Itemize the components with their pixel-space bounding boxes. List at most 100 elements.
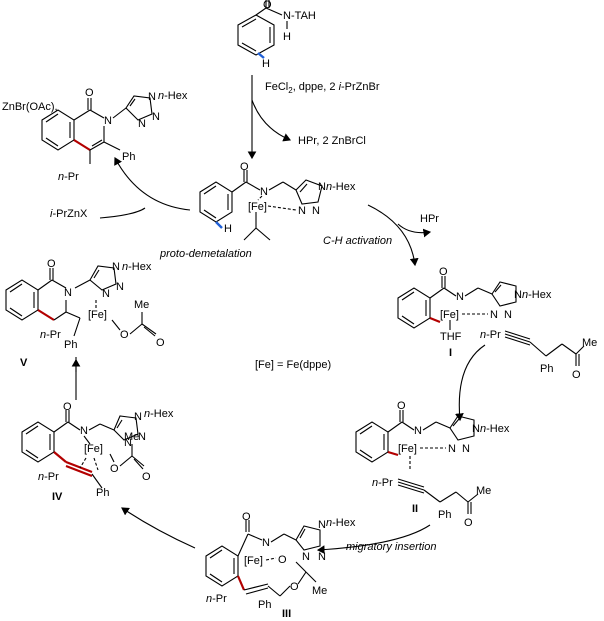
atom-h-nh: H (283, 31, 291, 43)
svg-text:THF: THF (440, 331, 462, 343)
svg-text:n-Pr: n-Pr (480, 329, 501, 341)
svg-text:N: N (138, 431, 146, 443)
svg-text:O: O (290, 581, 299, 593)
svg-text:N: N (414, 425, 422, 437)
svg-text:Ph: Ph (96, 487, 109, 499)
label-v: V (20, 357, 28, 369)
svg-text:O: O (397, 400, 406, 412)
alkyne-substrate: n-Pr Ph O Me (480, 329, 597, 381)
svg-text:N: N (80, 425, 88, 437)
svg-text:N: N (134, 411, 142, 423)
svg-text:N: N (318, 181, 326, 193)
svg-text:N: N (462, 443, 470, 455)
svg-text:[Fe]: [Fe] (248, 201, 267, 213)
iprznx-label: i-PrZnX (50, 208, 88, 220)
atom-o-start: O (263, 0, 272, 11)
intermediate-v: O N n-Pr Ph [Fe] O Me O N n-Hex N N V (5, 258, 165, 369)
svg-text:Me: Me (124, 431, 139, 443)
label-iv: IV (52, 491, 63, 503)
svg-text:[Fe]: [Fe] (84, 443, 103, 455)
svg-text:n-Pr: n-Pr (58, 171, 79, 183)
svg-text:N: N (456, 291, 464, 303)
svg-text:n-Hex: n-Hex (326, 517, 356, 529)
svg-text:n-Pr: n-Pr (206, 593, 227, 605)
svg-text:n-Hex: n-Hex (122, 261, 152, 273)
atom-n-start: N (283, 10, 291, 22)
znbroac-label: ZnBr(OAc), (2, 101, 58, 113)
svg-text:Ph: Ph (64, 339, 77, 351)
label-ii: II (412, 503, 418, 515)
svg-text:O: O (240, 161, 249, 173)
svg-text:N: N (318, 519, 326, 531)
svg-text:n-Pr: n-Pr (38, 471, 59, 483)
svg-text:N: N (514, 289, 522, 301)
product-isoquinolinone: ZnBr(OAc), O N n-Pr Ph N n-Hex N N (2, 87, 188, 183)
svg-text:N: N (302, 551, 310, 563)
svg-text:Ph: Ph (258, 599, 271, 611)
svg-text:[Fe]: [Fe] (88, 309, 107, 321)
reagents-top: FeCl2, dppe, 2 i-PrZnBr (265, 81, 380, 95)
svg-text:n-Hex: n-Hex (326, 181, 356, 193)
svg-text:O: O (572, 369, 581, 381)
svg-text:n-Pr: n-Pr (40, 329, 61, 341)
svg-text:n-Hex: n-Hex (522, 289, 552, 301)
svg-text:N: N (490, 309, 498, 321)
svg-text:Ph: Ph (438, 509, 451, 521)
svg-text:O: O (439, 266, 448, 278)
reagents-text: FeCl2, dppe, 2 i-PrZnBr (265, 81, 380, 95)
intermediate-iii: O N N n-Hex N N [Fe] O n-Pr Ph O Me III (205, 511, 356, 620)
svg-text:O: O (85, 87, 94, 99)
svg-text:N: N (138, 118, 146, 130)
svg-text:[Fe]: [Fe] (244, 555, 263, 567)
svg-text:N: N (298, 205, 306, 217)
svg-text:N: N (448, 443, 456, 455)
svg-text:N: N (318, 551, 326, 563)
svg-text:Me: Me (312, 585, 327, 597)
svg-text:N: N (262, 537, 270, 549)
svg-text:N: N (64, 287, 72, 299)
svg-text:n-Hex: n-Hex (144, 408, 174, 420)
svg-text:O: O (156, 337, 165, 349)
svg-text:N: N (504, 309, 512, 321)
svg-text:O: O (110, 463, 119, 475)
svg-text:[Fe]: [Fe] (440, 309, 459, 321)
label-tah: -TAH (291, 10, 316, 22)
intermediate-iv: O N N n-Hex N N [Fe] O Me O n-Pr Ph IV (21, 401, 174, 503)
svg-text:O: O (242, 511, 251, 523)
svg-text:N: N (472, 423, 480, 435)
svg-text:[Fe]: [Fe] (398, 443, 417, 455)
svg-text:N: N (148, 91, 156, 103)
migratory-insertion-label: migratory insertion (346, 541, 436, 553)
fe-definition: [Fe] = Fe(dppe) (255, 359, 331, 371)
starting-benzamide: O N -TAH H H (237, 0, 316, 70)
svg-text:H: H (224, 223, 232, 235)
svg-text:n-Hex: n-Hex (480, 423, 510, 435)
svg-text:n-Pr: n-Pr (372, 477, 393, 489)
intermediate-ii: O N N n-Hex N N [Fe] n-Pr Ph O Me II (355, 400, 510, 529)
proto-demetalation-label: proto-demetalation (159, 248, 252, 260)
svg-text:Ph: Ph (540, 363, 553, 375)
svg-text:N: N (104, 115, 112, 127)
svg-text:Me: Me (582, 337, 597, 349)
byproduct-top: HPr, 2 ZnBrCl (298, 135, 366, 147)
label-i: I (449, 347, 452, 359)
svg-text:N: N (112, 261, 120, 273)
svg-text:O: O (464, 517, 473, 529)
atom-h-blue: H (262, 58, 270, 70)
svg-text:O: O (47, 258, 56, 270)
svg-text:O: O (278, 554, 287, 566)
svg-text:N: N (312, 205, 320, 217)
svg-text:N: N (124, 437, 132, 449)
svg-text:Me: Me (476, 485, 491, 497)
intermediate-i: O N N n-Hex N N [Fe] THF I (397, 266, 552, 359)
hpr-right: HPr (420, 213, 439, 225)
svg-text:Ph: Ph (122, 151, 135, 163)
svg-text:O: O (142, 471, 151, 483)
svg-text:N: N (102, 288, 110, 300)
center-complex: O N N n-Hex N N [Fe] H (199, 161, 356, 241)
svg-text:O: O (63, 401, 72, 413)
svg-text:O: O (120, 329, 129, 341)
svg-text:n-Hex: n-Hex (158, 90, 188, 102)
